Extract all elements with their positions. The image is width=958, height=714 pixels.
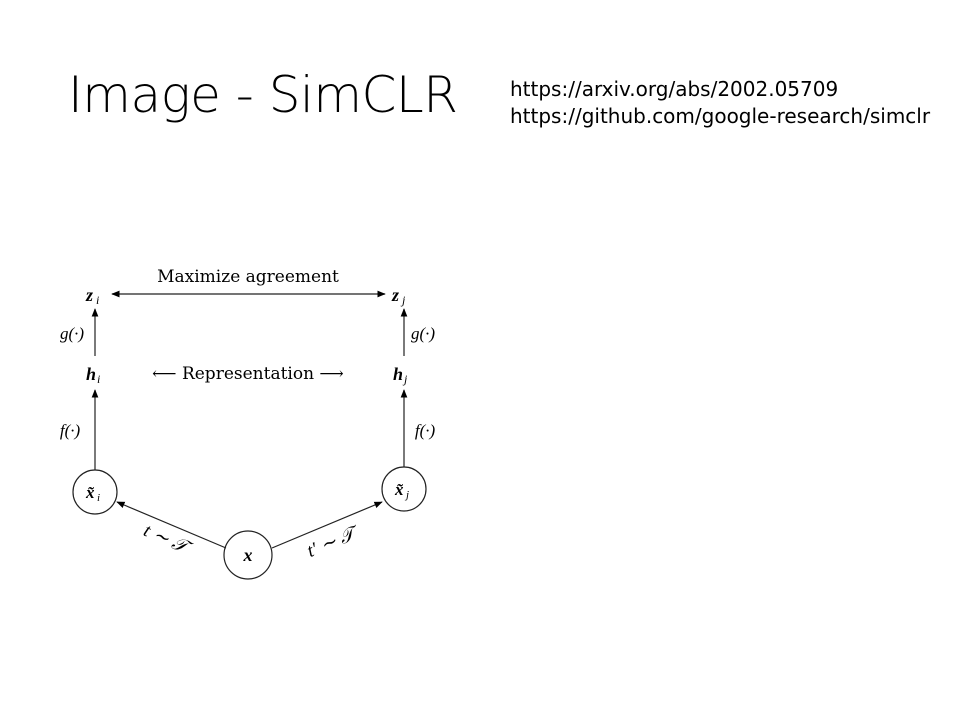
slide-title: Image - SimCLR [68, 66, 458, 124]
t-transform-left: t ∼ 𝒯 [140, 520, 195, 560]
t-transform-right: t′ ∼ 𝒯 [304, 522, 363, 562]
augment-arrow-left [116, 501, 227, 549]
x-tilde-j-subscript: j [404, 489, 409, 501]
github-link[interactable]: https://github.com/google-research/simcl… [510, 104, 931, 128]
augment-arrow-right [271, 501, 383, 549]
reference-links: https://arxiv.org/abs/2002.05709 https:/… [510, 76, 930, 130]
h-j-label: h [393, 364, 403, 384]
x-tilde-j-label: x̃ [394, 480, 404, 499]
maximize-agreement-label: Maximize agreement [157, 267, 339, 287]
f-label-right: f(·) [415, 421, 436, 440]
node-x-tilde-j [381, 466, 427, 512]
x-tilde-i-subscript: i [97, 492, 100, 504]
z-j-label: z [391, 285, 399, 305]
f-label-left: f(·) [60, 421, 81, 440]
arxiv-link[interactable]: https://arxiv.org/abs/2002.05709 [510, 77, 839, 101]
h-i-label: h [86, 364, 96, 384]
g-label-right: g(·) [411, 324, 435, 343]
z-j-subscript: j [400, 293, 406, 307]
z-i-subscript: i [96, 293, 99, 307]
representation-label: ⟵ Representation ⟶ [152, 364, 344, 384]
h-j-subscript: j [402, 372, 408, 386]
x-label: x [243, 545, 253, 565]
node-x [223, 530, 273, 580]
z-i-label: z [85, 285, 93, 305]
node-x-tilde-i [72, 469, 118, 515]
g-label-left: g(·) [60, 324, 84, 343]
x-tilde-i-label: x̃ [85, 483, 95, 502]
h-i-subscript: i [97, 372, 100, 386]
